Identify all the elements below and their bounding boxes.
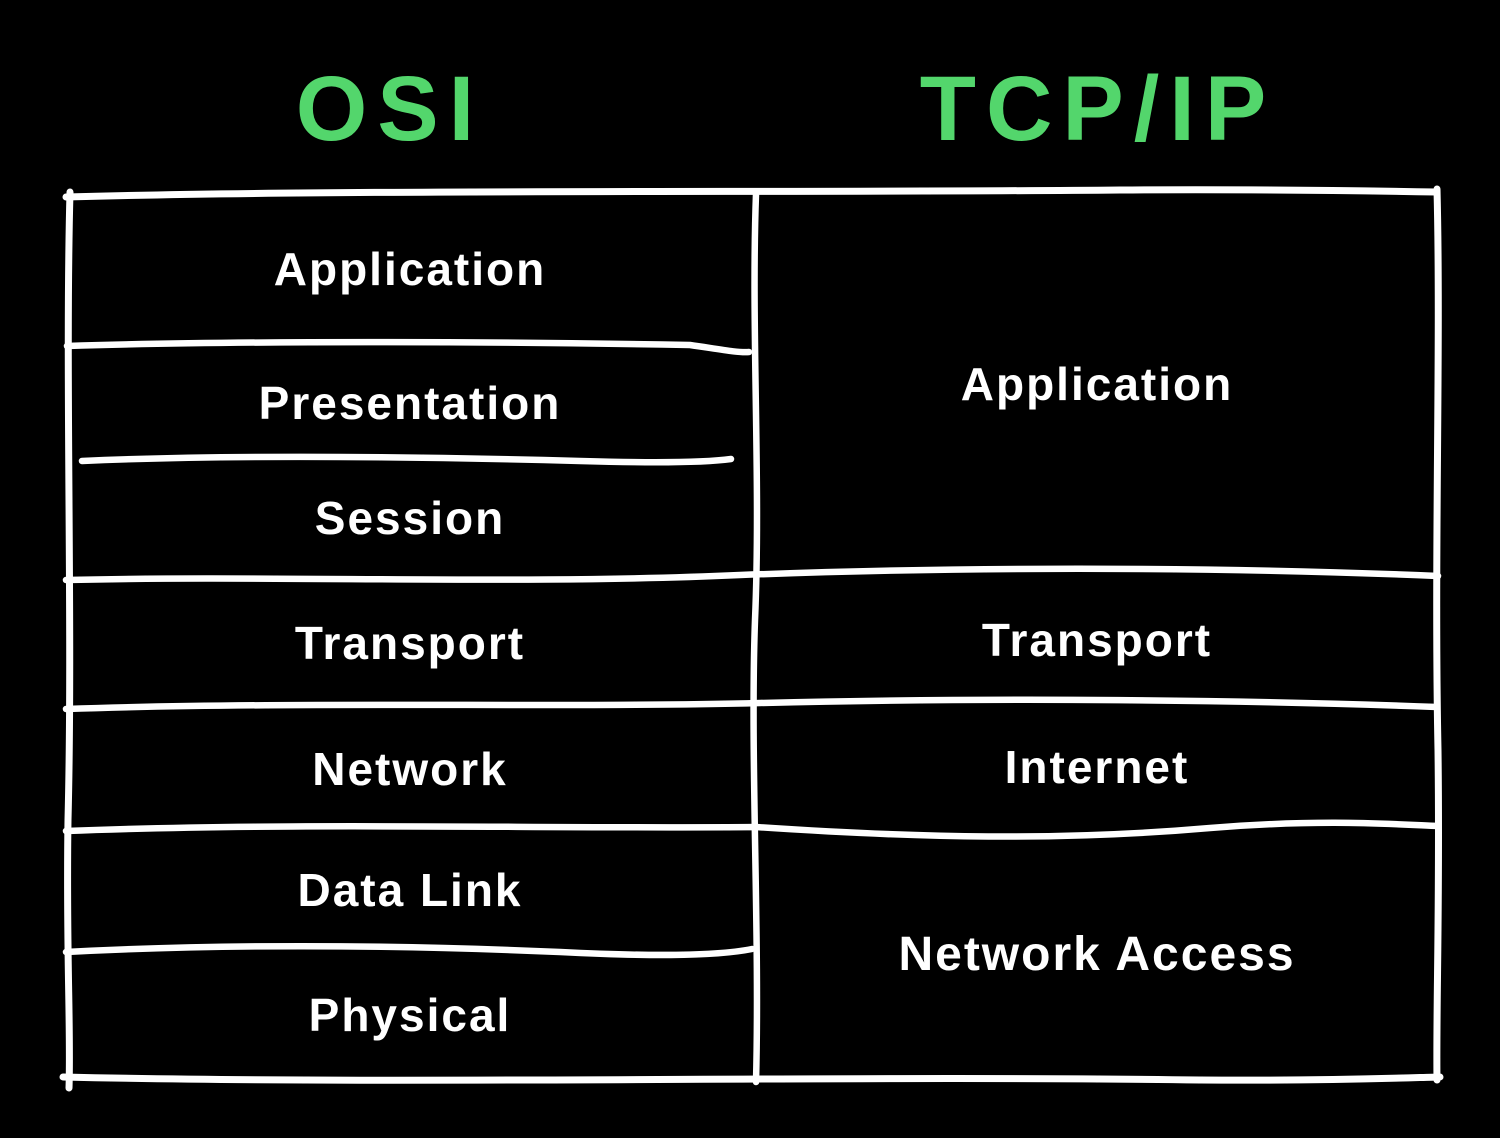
osi-layer-transport: Transport: [294, 617, 526, 669]
osi-layer-physical: Physical: [308, 989, 512, 1041]
osi-column-title: OSI: [295, 58, 485, 160]
tcpip-layer-network-access: Network Access: [898, 927, 1296, 981]
osi-layer-data-link: Data Link: [297, 863, 523, 916]
tcpip-layer-application: Application: [960, 358, 1234, 410]
column-divider-line: [750, 190, 761, 1086]
tcpip-layer-internet: Internet: [1004, 741, 1190, 793]
osi-layer-session: Session: [314, 492, 506, 544]
table-border-right: [1433, 185, 1443, 1084]
osi-layer-presentation: Presentation: [258, 377, 562, 429]
osi-layer-network: Network: [312, 742, 508, 795]
tcpip-layer-transport: Transport: [981, 614, 1213, 666]
osi-layer-application: Application: [273, 243, 547, 295]
tcpip-column-title: TCP/IP: [919, 58, 1277, 160]
table-border-bottom: [59, 1073, 1444, 1084]
